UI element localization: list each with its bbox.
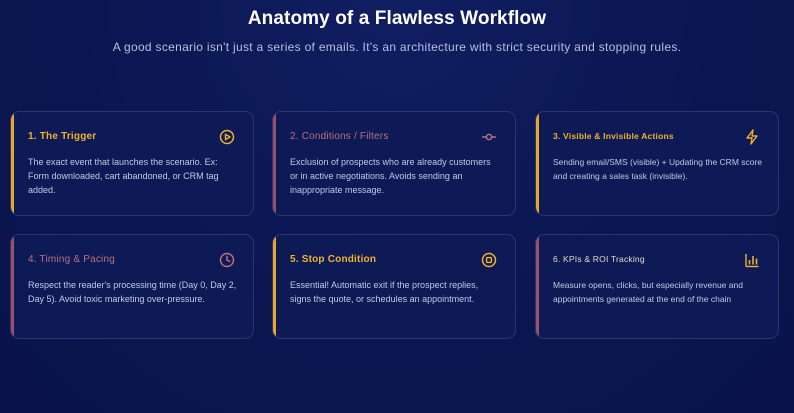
card-accent-bar bbox=[273, 112, 276, 215]
page-title: Anatomy of a Flawless Workflow bbox=[247, 8, 547, 29]
bar-chart-icon bbox=[744, 252, 760, 268]
stop-circle-icon bbox=[481, 252, 497, 268]
play-circle-icon bbox=[219, 129, 235, 145]
card-description: The exact event that launches the scenar… bbox=[28, 157, 219, 195]
card-title: 5. Stop Condition bbox=[290, 254, 377, 265]
lightning-icon bbox=[744, 129, 760, 145]
card-title: 2. Conditions / Filters bbox=[290, 131, 389, 142]
clock-icon bbox=[219, 252, 235, 268]
card-accent-bar bbox=[273, 235, 276, 338]
page-subtitle: A good scenario isn't just a series of e… bbox=[112, 40, 682, 54]
card-timing-pacing: 4. Timing & Pacing Respect the reader's … bbox=[10, 234, 254, 339]
card-description: Respect the reader's processing time (Da… bbox=[28, 280, 237, 304]
card-kpis-roi: 6. KPIs & ROI Tracking Measure opens, cl… bbox=[535, 234, 779, 339]
card-accent-bar bbox=[11, 112, 14, 215]
card-stop-condition: 5. Stop Condition Essential! Automatic e… bbox=[272, 234, 516, 339]
commit-icon bbox=[481, 129, 497, 145]
card-description: Measure opens, clicks, but especially re… bbox=[553, 280, 743, 304]
card-trigger: 1. The Trigger The exact event that laun… bbox=[10, 111, 254, 216]
card-actions: 3. Visible & Invisible Actions Sending e… bbox=[535, 111, 779, 216]
card-accent-bar bbox=[536, 112, 539, 215]
card-conditions-filters: 2. Conditions / Filters Exclusion of pro… bbox=[272, 111, 516, 216]
card-description: Sending email/SMS (visible) + Updating t… bbox=[553, 157, 763, 181]
card-description: Essential! Automatic exit if the prospec… bbox=[290, 280, 479, 304]
card-title: 4. Timing & Pacing bbox=[28, 254, 115, 265]
card-title: 3. Visible & Invisible Actions bbox=[553, 131, 674, 141]
card-description: Exclusion of prospects who are already c… bbox=[290, 157, 491, 195]
card-accent-bar bbox=[11, 235, 14, 338]
card-accent-bar bbox=[536, 235, 539, 338]
card-title: 6. KPIs & ROI Tracking bbox=[553, 254, 645, 264]
card-title: 1. The Trigger bbox=[28, 131, 97, 142]
